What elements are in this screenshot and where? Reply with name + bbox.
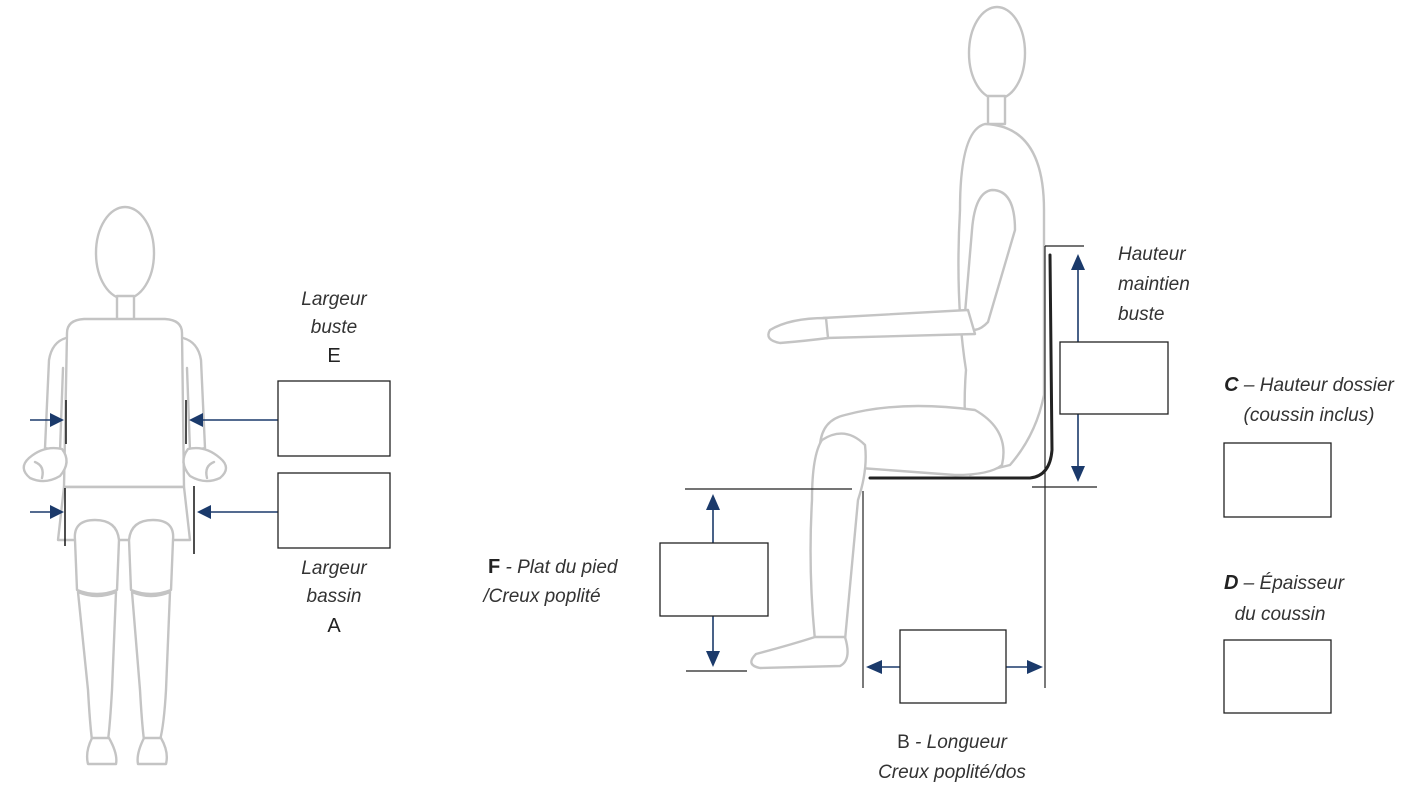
side-upper-arm — [962, 188, 1017, 331]
side-hand — [767, 316, 830, 345]
largeur-buste-label-1: Largeur — [301, 289, 367, 310]
f-label-1: F - Plat du pied — [488, 556, 619, 578]
front-figure — [22, 205, 228, 766]
box-c-hauteur-dossier[interactable] — [1223, 442, 1332, 518]
front-left-hand — [22, 446, 68, 483]
largeur-bassin-label-1: Largeur — [301, 558, 367, 579]
front-left-thigh — [73, 518, 121, 596]
front-left-shin — [76, 590, 118, 742]
c-label-1: C – Hauteur dossier — [1224, 374, 1394, 396]
front-right-hand — [182, 446, 228, 483]
d-label-2: du coussin — [1235, 604, 1326, 625]
box-a-largeur-bassin[interactable] — [277, 472, 391, 549]
letter-e: E — [327, 345, 340, 367]
front-right-shin — [130, 590, 172, 742]
front-left-arm — [43, 336, 68, 453]
front-neck — [115, 294, 136, 322]
bust-arrow-right-icon — [189, 413, 278, 427]
b-arrow-icon — [866, 660, 1043, 674]
pelvis-arrow-left-icon — [30, 505, 64, 519]
front-right-foot — [136, 736, 169, 766]
f-label-2: /Creux poplité — [481, 586, 600, 607]
b-label-1: B - Longueur — [897, 732, 1008, 753]
d-label-1: D – Épaisseur — [1224, 572, 1345, 594]
largeur-bassin-label-2: bassin — [307, 586, 362, 607]
box-d-epaisseur-coussin[interactable] — [1223, 639, 1332, 714]
hauteur-label-1: Hauteur — [1118, 244, 1186, 265]
box-b-longueur[interactable] — [899, 629, 1007, 704]
front-torso — [62, 317, 186, 489]
hauteur-buste-arrow-icon — [1071, 254, 1085, 482]
hauteur-label-3: buste — [1118, 304, 1164, 325]
f-arrow-icon — [706, 494, 720, 667]
side-shin — [809, 432, 867, 642]
pelvis-arrow-right-icon — [197, 505, 278, 519]
hauteur-label-2: maintien — [1118, 274, 1190, 295]
b-label-2: Creux poplité/dos — [878, 762, 1026, 783]
front-right-thigh — [127, 518, 175, 596]
side-neck — [986, 94, 1007, 126]
largeur-buste-label-2: buste — [311, 317, 357, 338]
side-figure — [750, 5, 1046, 670]
letter-a: A — [327, 615, 341, 637]
side-forearm — [821, 308, 977, 340]
front-left-foot — [85, 736, 118, 766]
box-e-largeur-buste[interactable] — [277, 380, 391, 457]
box-f-plat-du-pied[interactable] — [659, 542, 769, 617]
box-hauteur-maintien-buste[interactable] — [1059, 341, 1169, 415]
bust-arrow-left-icon — [30, 413, 64, 427]
side-foot — [750, 635, 849, 670]
front-head — [94, 205, 156, 301]
c-label-2: (coussin inclus) — [1244, 405, 1375, 426]
side-head — [967, 5, 1027, 101]
